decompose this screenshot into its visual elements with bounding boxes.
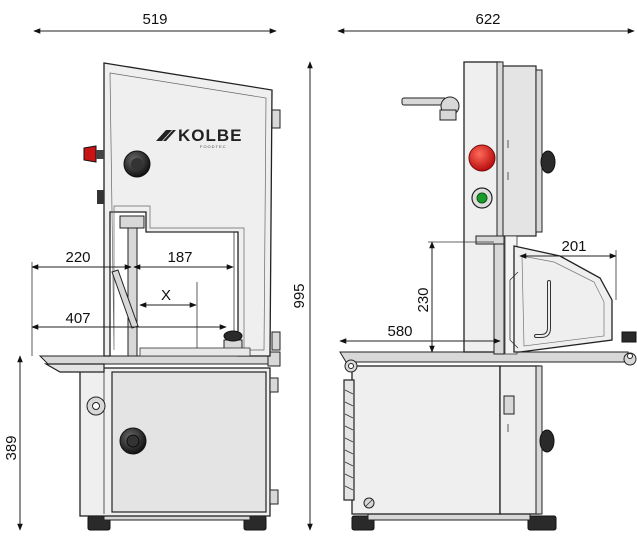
tension-handle	[401, 97, 447, 106]
dimension-lines: 519 622 995 389 220 187 X 407 230 580	[3, 11, 635, 531]
dim-width-side: 519	[142, 11, 167, 28]
latch-icon	[503, 395, 515, 415]
hinge	[269, 489, 279, 505]
stop-button-icon	[468, 144, 496, 172]
blade-guide-front	[493, 243, 505, 355]
front-view	[339, 61, 637, 531]
hinge	[271, 331, 281, 351]
dim-cut-width: 187	[167, 249, 192, 266]
knob-icon	[539, 429, 555, 453]
dim-width-front: 622	[475, 11, 500, 28]
dim-front-depth: 580	[387, 323, 412, 340]
dim-table-depth: 407	[65, 310, 90, 327]
brand-logo: KOLBE FOODTEC	[156, 126, 243, 149]
dim-variable-x: X	[161, 287, 171, 304]
upper-housing	[103, 62, 273, 357]
blade-guide-head	[119, 215, 145, 229]
start-button-icon	[476, 192, 488, 204]
upper-wheel-housing	[499, 65, 537, 237]
foot-right	[527, 515, 557, 531]
work-table-front	[339, 351, 629, 363]
table-lock-knob-icon	[223, 330, 243, 342]
dim-table-height: 389	[3, 435, 20, 460]
dim-guard-width: 201	[561, 238, 586, 255]
dim-overall-height: 995	[291, 283, 308, 308]
dim-left-cut-offset: 220	[65, 249, 90, 266]
blade-guard	[513, 245, 613, 353]
blade-guide-column	[127, 227, 138, 357]
hinge	[269, 377, 279, 393]
work-table	[38, 355, 275, 365]
dim-blade-height: 230	[415, 287, 432, 312]
knob-icon	[540, 150, 556, 174]
side-view: KOLBE FOODTEC	[38, 62, 281, 531]
logo-text: KOLBE	[178, 126, 243, 145]
stop-button-side-icon	[83, 145, 97, 163]
switch-side-icon	[97, 190, 104, 204]
lower-cabinet-front	[351, 365, 501, 515]
hinge	[271, 109, 281, 129]
logo-subtext: FOODTEC	[200, 144, 227, 149]
